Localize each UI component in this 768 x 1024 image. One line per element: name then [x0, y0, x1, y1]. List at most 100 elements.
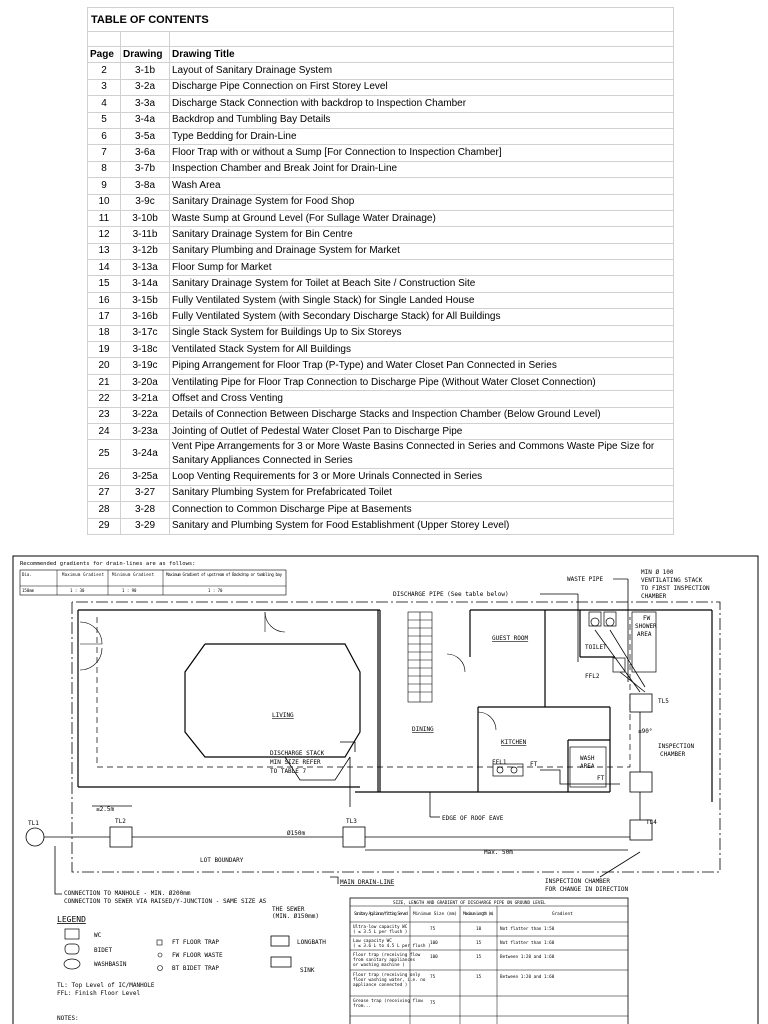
toc-drawing-cell: 3-8a — [120, 177, 170, 195]
ic-change-line2: FOR CHANGE IN DIRECTION — [545, 886, 628, 893]
legend: LEGEND WC BIDET WASHBASIN FT FLOOR TRAP … — [57, 915, 326, 1022]
toc-title-cell: Piping Arrangement for Floor Trap (P-Typ… — [169, 357, 674, 375]
size-row-d: Not flatter than 1:50 — [500, 926, 555, 932]
bidet-icon — [64, 943, 80, 955]
legend-ft: FT FLOOR TRAP — [172, 939, 219, 946]
toc-title-cell: Sanitary Drainage System for Food Shop — [169, 193, 674, 211]
size-row-appliance: Ultra-low capacity WC — [353, 924, 408, 930]
size-row-appliance: Grease trap (receiving flow — [353, 998, 423, 1004]
kitchen-label: KITCHEN — [501, 739, 527, 746]
size-table: SIZE, LENGTH AND GRADIENT OF DISCHARGE P… — [349, 897, 629, 1024]
toc-drawing-cell: 3-16b — [120, 308, 170, 326]
toc-title-cell: Single Stack System for Buildings Up to … — [169, 324, 674, 343]
discharge-stack-line2: MIN SIZE REFER — [270, 759, 321, 766]
size-row-c: 10 — [476, 926, 482, 932]
gradient-val-upstream: 1 : 70 — [208, 588, 223, 593]
toc-page-cell: 7 — [87, 144, 121, 162]
size-header-gradient: Gradient — [552, 911, 573, 917]
toc-page-cell: 3 — [87, 78, 121, 97]
toc-page-cell: 15 — [87, 275, 121, 293]
legend-bidet: BIDET — [94, 947, 112, 954]
toc-drawing-cell: 3-6a — [120, 144, 170, 162]
toc-title-cell: Fully Ventilated System (with Secondary … — [169, 308, 674, 326]
toc-page-cell: 23 — [87, 406, 121, 424]
tl5-label: TL5 — [658, 698, 669, 705]
toc-page-cell: 26 — [87, 468, 121, 486]
size-row-appliance: ( ≤ 3.5 L per flush ) — [353, 929, 407, 935]
toc-title-cell: Layout of Sanitary Drainage System — [169, 62, 674, 80]
waste-pipe-label: WASTE PIPE — [567, 576, 604, 583]
legend-title: LEGEND — [57, 915, 86, 924]
toc-drawing-cell: 3-15b — [120, 291, 170, 310]
toc-page-cell: 28 — [87, 501, 121, 519]
toc-drawing-cell: 3-1b — [120, 62, 170, 80]
gradient-header-dia: Dia. — [22, 572, 32, 577]
vent-stack-line2: VENTILATING STACK — [641, 577, 703, 584]
edge-roof-label: EDGE OF ROOF EAVE — [442, 815, 504, 822]
gradient-val-min: 1 : 90 — [122, 588, 137, 593]
size-row-d: Between 1:20 and 1:60 — [500, 974, 555, 980]
toc-page-cell: 4 — [87, 95, 121, 113]
toc-drawing-cell: 3-4a — [120, 111, 170, 129]
toc-page-cell: 19 — [87, 341, 121, 359]
toc-header-title: Drawing Title — [169, 45, 674, 64]
ffl2-label: FFL2 — [585, 673, 600, 680]
legend-tl: TL: Top Level of IC/MANHOLE — [57, 982, 155, 989]
lot-boundary-label: LOT BOUNDARY — [200, 857, 244, 864]
size-header-appliance: Sanitary Appliance/fitting Served — [354, 911, 408, 917]
size-table-title: SIZE, LENGTH AND GRADIENT OF DISCHARGE P… — [393, 900, 546, 906]
wc-icon — [64, 928, 80, 940]
toc-drawing-cell: 3-3a — [120, 95, 170, 113]
inspection-chamber-line2: CHAMBER — [660, 751, 686, 758]
tl1-label: TL1 — [28, 820, 39, 827]
size-row-b: 75 — [430, 1000, 436, 1006]
toc-drawing-cell: 3-10b — [120, 209, 170, 228]
main-drain-label: MAIN DRAIN-LINE — [340, 879, 395, 886]
bidet-trap-icon — [157, 965, 163, 971]
legend-longbath: LONGBATH — [297, 939, 326, 946]
toc-blank-row — [87, 31, 674, 47]
pipe-150-label: Ø150m — [287, 830, 305, 837]
gradient-note: Recommended gradients for drain-lines ar… — [20, 561, 196, 567]
size-row-appliance: Floor trap (receiving only — [353, 972, 421, 978]
toc-title-cell: Backdrop and Tumbling Bay Details — [169, 111, 674, 129]
toc-title-cell: Ventilated Stack System for All Building… — [169, 341, 674, 359]
legend-fw: FW FLOOR WASTE — [172, 952, 223, 959]
gradient-header-upstream: Maximum Gradient of upstream of Backdrop… — [166, 572, 283, 577]
size-row-b: 75 — [430, 974, 436, 980]
discharge-stack-line1: DISCHARGE STACK — [270, 750, 325, 757]
angle-label: ≤90° — [638, 728, 652, 735]
toc-title-cell: Ventilating Pipe for Floor Trap Connecti… — [169, 373, 674, 392]
tl3-label: TL3 — [346, 818, 357, 825]
toc-drawing-cell: 3-5a — [120, 127, 170, 146]
toc-drawing-cell: 3-24a — [120, 439, 170, 470]
toc-page-cell: 21 — [87, 373, 121, 392]
toc-drawing-cell: 3-19c — [120, 357, 170, 375]
toc-title-cell: Sanitary Plumbing and Drainage System fo… — [169, 242, 674, 261]
toc-drawing-cell: 3-9c — [120, 193, 170, 211]
size-row-appliance: from... — [353, 1003, 371, 1009]
shower-area-line1: SHOWER — [635, 623, 657, 630]
toc-page-cell: 16 — [87, 291, 121, 310]
table-of-contents: TABLE OF CONTENTS Page Drawing Drawing T… — [87, 7, 674, 535]
toc-page-cell: 25 — [87, 439, 121, 470]
sanitary-drainage-drawing: Recommended gradients for drain-lines ar… — [12, 555, 759, 1024]
size-row-appliance: ( ≤ 3.6 L to 4.5 L per flush ) — [353, 943, 431, 949]
inspection-chamber-line1: INSPECTION — [658, 743, 695, 750]
size-row-b: 100 — [430, 954, 438, 960]
stair — [407, 611, 433, 703]
